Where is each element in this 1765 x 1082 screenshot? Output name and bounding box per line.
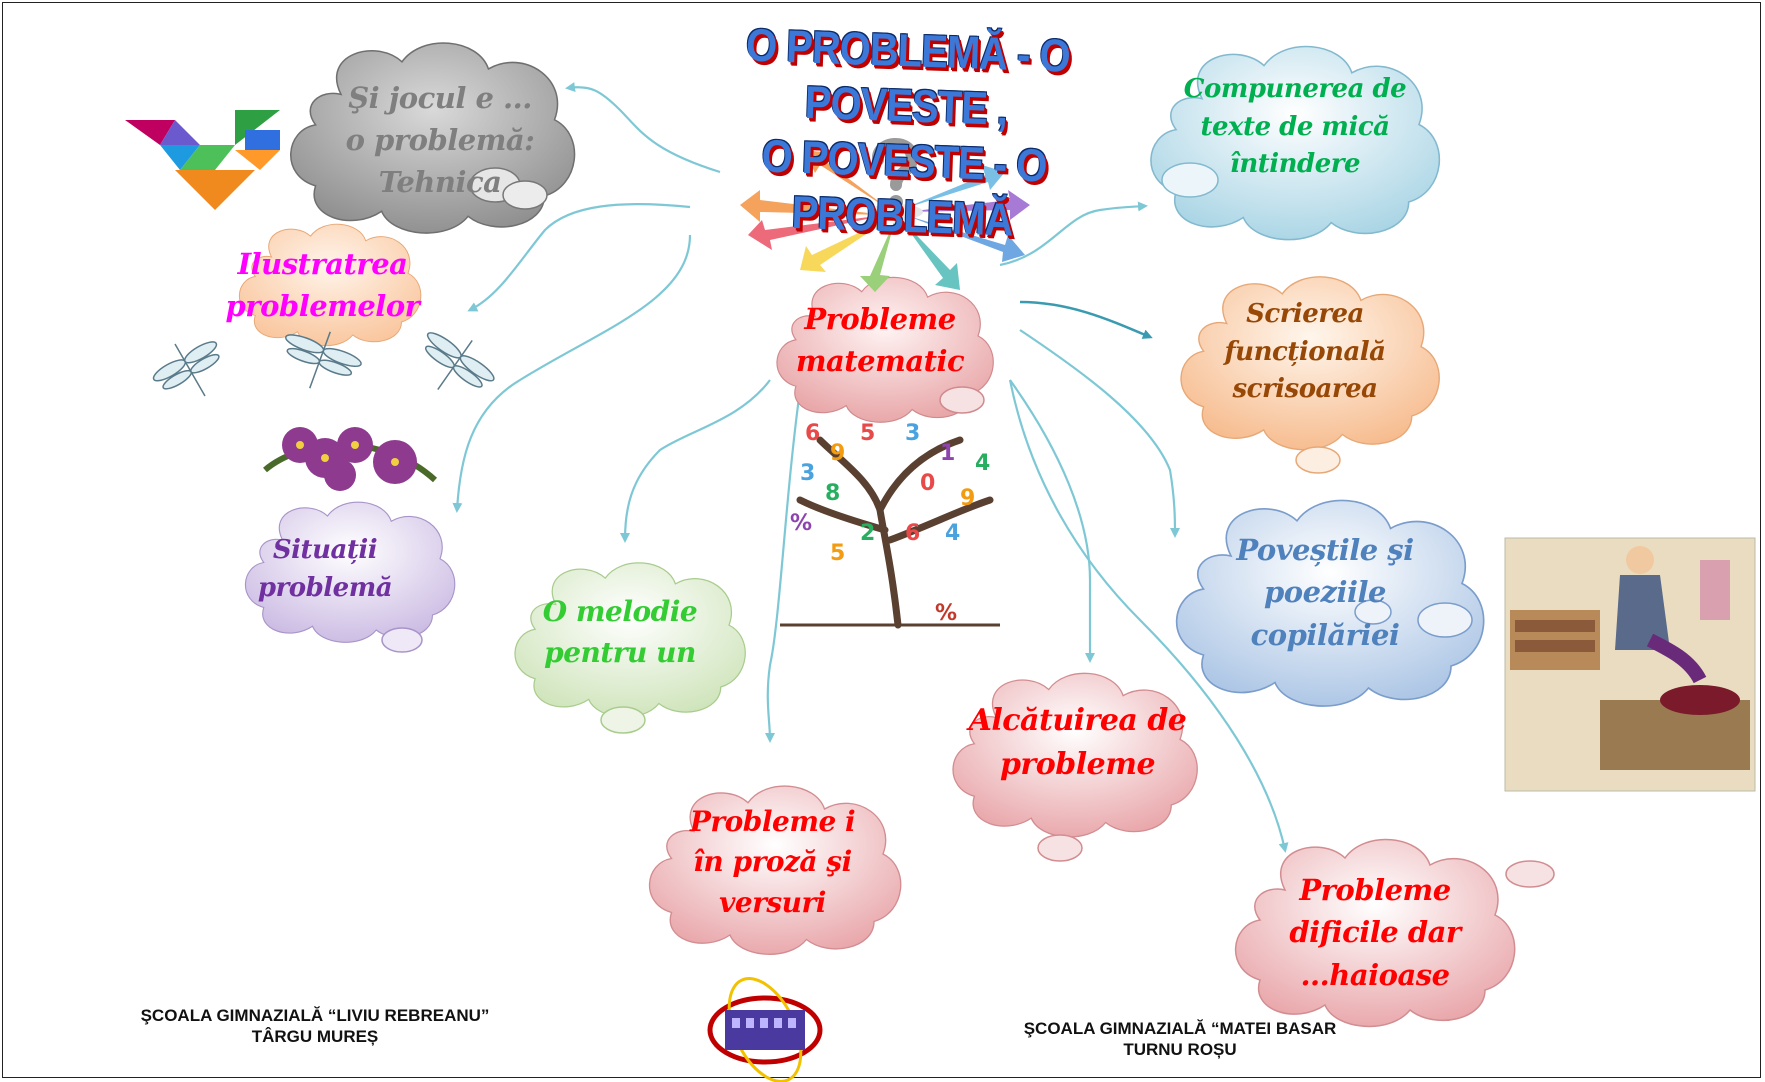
title-line-2: O POVESTE - O PROBLEMĂ xyxy=(760,131,1048,246)
svg-text:3: 3 xyxy=(905,421,920,446)
svg-text:2: 2 xyxy=(860,521,875,546)
cloud-compunerea-line-2: texte de mică xyxy=(1200,111,1391,142)
school-logo xyxy=(707,977,823,1082)
cloud-proza-line-1: Probleme i xyxy=(689,804,856,838)
cloud-povestile-bubble xyxy=(1354,599,1392,625)
footer-left-line-2: TÂRGU MUREȘ xyxy=(251,1027,379,1046)
connectors xyxy=(452,82,1289,853)
cloud-dificile-text: Probleme dificile dar ...haioase xyxy=(1255,870,1495,995)
connector-dificile xyxy=(1008,379,1289,853)
cloud-scrierea-bubble xyxy=(1295,446,1341,474)
number-tree-image: 6 9 3 8 5 3 1 4 9 0 5 2 6 4 % % xyxy=(780,421,1000,629)
title-line-1: O PROBLEMĂ - O POVESTE , xyxy=(745,20,1071,136)
svg-text:3: 3 xyxy=(800,461,815,486)
cloud-melodie-line-1: O melodie xyxy=(542,594,698,628)
dragonfly-image xyxy=(152,331,495,397)
tangram-image xyxy=(125,110,280,210)
connector-compunerea xyxy=(999,201,1148,267)
footer-left-line-1: ŞCOALA GIMNAZIALĂ “LIVIU REBREANU” xyxy=(140,1006,490,1025)
cloud-povestile-line-3: copilăriei xyxy=(1250,617,1400,652)
cloud-compunerea-line-1: Compunerea de xyxy=(1183,73,1407,104)
svg-text:5: 5 xyxy=(860,421,875,446)
center-line-2: matematic xyxy=(795,344,965,378)
cloud-compunerea-bubble xyxy=(1161,162,1219,198)
connector-melodie xyxy=(620,379,771,543)
flowers-image xyxy=(263,427,438,491)
cloud-dificile-bubble xyxy=(1505,860,1555,888)
cloud-scrierea-line-3: scrisoarea xyxy=(1232,374,1378,405)
cloud-melodie-bubble xyxy=(600,706,646,734)
cloud-alcatuire-line-2: probleme xyxy=(999,746,1156,782)
svg-text:%: % xyxy=(790,511,812,536)
cloud-dificile-line-1: Probleme xyxy=(1299,873,1451,908)
cloud-joc-text: Şi jocul e ... o problemă: Tehnica xyxy=(330,75,550,205)
cloud-alcatuire-text: Alcătuirea de probleme xyxy=(955,695,1200,790)
cloud-povestile-line-1: Poveștile şi xyxy=(1236,533,1414,568)
connector-scrierea xyxy=(1019,300,1153,339)
cloud-ilustratrea-line-2: problemelor xyxy=(225,289,420,323)
tailor-illustration xyxy=(1504,537,1756,792)
cloud-povestile-line-2: poeziile xyxy=(1263,575,1387,610)
connector-ilustratrea xyxy=(467,203,691,312)
connector-joc xyxy=(565,82,721,174)
footer-right: ŞCOALA GIMNAZIALĂ “MATEI BASAR TURNU ROȘ… xyxy=(955,1018,1405,1060)
svg-text:9: 9 xyxy=(830,441,845,466)
svg-text:6: 6 xyxy=(905,521,920,546)
cloud-compunerea-text: Compunerea de texte de mică întindere xyxy=(1180,70,1410,185)
connector-alcatuire xyxy=(1009,379,1095,663)
center-cloud-text: Probleme matematic xyxy=(780,295,980,385)
svg-text:5: 5 xyxy=(830,541,845,566)
svg-text:4: 4 xyxy=(975,451,990,476)
svg-text:0: 0 xyxy=(920,471,935,496)
cloud-proza-line-2: în proză şi xyxy=(693,845,852,879)
svg-text:1: 1 xyxy=(940,441,955,466)
arrows-question-image xyxy=(740,138,1030,292)
connector-proza xyxy=(764,389,802,743)
cloud-situatii-line-2: problemă xyxy=(257,573,393,603)
cloud-joc-line-3: Tehnica xyxy=(378,165,502,200)
cloud-center-bubble xyxy=(939,386,985,414)
cloud-scrierea-line-1: Scrierea xyxy=(1246,298,1364,329)
center-line-1: Probleme xyxy=(804,301,956,336)
svg-text:9: 9 xyxy=(960,486,975,511)
cloud-joc-bubble-2 xyxy=(502,180,548,210)
footer-left: ŞCOALA GIMNAZIALĂ “LIVIU REBREANU” TÂRGU… xyxy=(80,1005,550,1047)
cloud-situatii-text: Situații problemă xyxy=(235,525,415,615)
cloud-proza-text: Probleme i în proză şi versuri xyxy=(670,800,875,925)
cloud-povestile-bubble-2 xyxy=(1417,602,1473,638)
clouds xyxy=(238,42,1555,1028)
cloud-dificile-line-3: ...haioase xyxy=(1300,957,1450,992)
cloud-ilustratrea-text: Ilustratrea problemelor xyxy=(215,240,430,330)
cloud-scrierea-text: Scrierea funcțională scrisoarea xyxy=(1195,295,1415,410)
svg-text:8: 8 xyxy=(825,481,840,506)
cloud-situatii-line-1: Situații xyxy=(272,535,378,566)
cloud-povestile-text: Poveștile şi poeziile copilăriei xyxy=(1205,530,1445,655)
footer-right-line-2: TURNU ROȘU xyxy=(1123,1040,1237,1059)
cloud-melodie-text: O melodie pentru un xyxy=(515,585,725,680)
connector-situatii xyxy=(452,234,692,513)
svg-text:4: 4 xyxy=(945,521,960,546)
cloud-situatii-bubble xyxy=(381,627,423,653)
cloud-dificile-line-2: dificile dar xyxy=(1289,915,1461,950)
footer-right-line-1: ŞCOALA GIMNAZIALĂ “MATEI BASAR xyxy=(1023,1019,1337,1038)
cloud-alcatuire-bubble xyxy=(1037,834,1083,862)
cloud-ilustratrea-line-1: Ilustratrea xyxy=(237,246,408,281)
cloud-melodie-line-2: pentru un xyxy=(544,635,696,669)
svg-text:6: 6 xyxy=(805,421,820,446)
cloud-alcatuire-line-1: Alcătuirea de xyxy=(968,703,1187,738)
cloud-joc-line-2: o problemă: xyxy=(345,122,535,157)
cloud-scrierea-line-2: funcțională xyxy=(1224,336,1386,367)
cloud-compunerea-line-3: întindere xyxy=(1229,149,1361,180)
connector-povestile xyxy=(1019,329,1180,538)
cloud-proza-line-3: versuri xyxy=(719,885,826,919)
cloud-joc-line-1: Şi jocul e ... xyxy=(348,80,532,115)
svg-text:%: % xyxy=(935,601,957,626)
page-title: O PROBLEMĂ - O POVESTE , O POVESTE - O P… xyxy=(686,16,1123,252)
